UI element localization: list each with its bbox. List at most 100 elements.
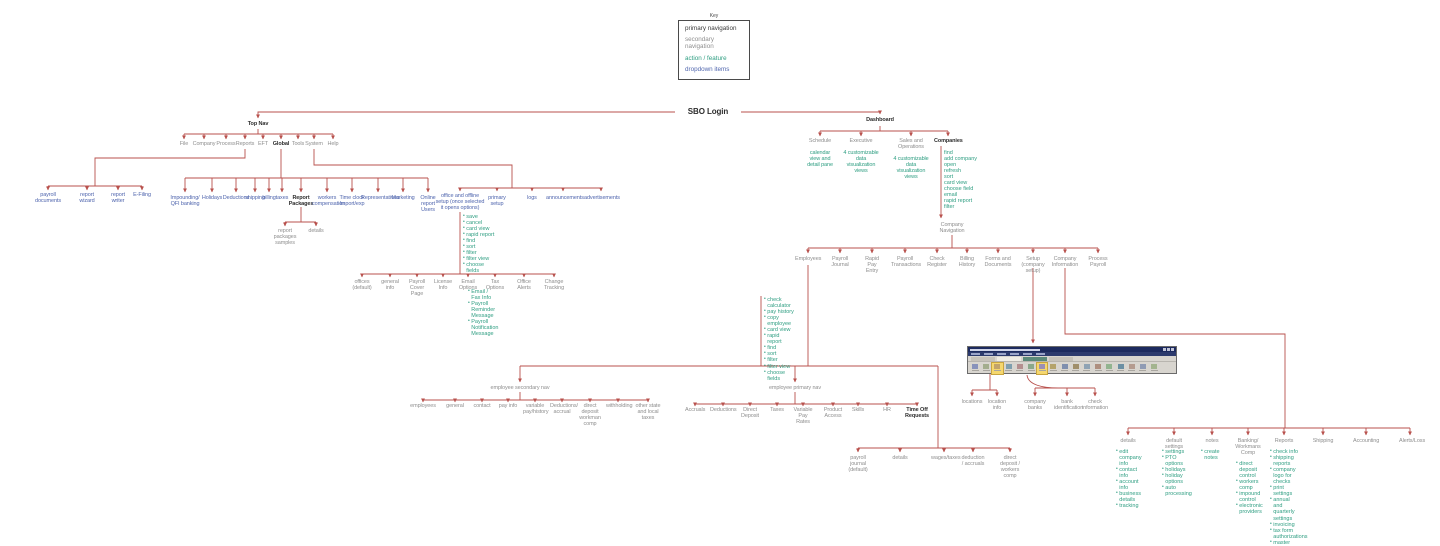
dashboard: Dashboard (866, 117, 894, 123)
setup-company-setup: Setup (company setup) (1021, 256, 1045, 275)
office-setup-actions-item-label: rapid report (466, 232, 495, 239)
office-setup-actions-item: •filter (463, 249, 497, 257)
companies-actions-item: open (944, 162, 980, 168)
toolbar-tab (1023, 357, 1047, 361)
ci-reports-items-item: •invoicing (1270, 521, 1300, 528)
employees-actions-item: •sort (764, 351, 794, 358)
ci-details-items-item-label: tracking (1119, 503, 1139, 510)
nav-help: Help (327, 141, 339, 147)
bullet-marker: • (1116, 478, 1118, 485)
toolbar-icon-caption (982, 370, 990, 371)
office-setup-actions-item: •choose fields (463, 262, 497, 275)
toolbar-icon (1071, 363, 1081, 374)
ci-default-settings-items-item-label: auto processing (1165, 485, 1192, 498)
pj-details: details (892, 455, 908, 461)
legend-item-secondary-navigation: secondary navigation (685, 36, 715, 51)
sbo-login: SBO Login (675, 107, 741, 117)
emp-contact: contact (473, 403, 491, 409)
email-options: Email Options (458, 279, 478, 292)
companies-actions-item-label: refresh (944, 168, 962, 175)
toolbar-icon-glyph (972, 364, 979, 369)
toolbar-icon (1104, 363, 1114, 374)
ci-reports-header: Reports (1274, 438, 1294, 444)
bullet-marker: • (764, 296, 766, 302)
schedule: Schedule (808, 138, 832, 144)
ci-shipping-header: Shipping (1312, 438, 1334, 444)
ci-banking-items-item-label: direct deposit control (1239, 461, 1258, 480)
employees-actions-item-label: pay history (767, 309, 794, 316)
toolbar-icon-glyph (1050, 364, 1057, 369)
toolbar-icon-caption (971, 370, 979, 371)
ci-notes-items-item: •create notes (1201, 448, 1226, 461)
legend-item-action-feature: action / feature (685, 54, 727, 62)
toolbar-icon-caption (1105, 370, 1113, 371)
payroll-journal: Payroll Journal (831, 256, 849, 269)
ci-details-items-item: •contact info (1116, 466, 1143, 479)
bullet-marker: • (764, 314, 766, 321)
legend-title: Key (709, 13, 719, 19)
window-control-button (1163, 348, 1166, 351)
process-payroll: Process Payroll (1088, 256, 1108, 269)
bullet-marker: • (463, 237, 465, 244)
employees-actions-item: •choose fields (764, 369, 794, 382)
dd-marketing: Marketing (391, 195, 415, 201)
toolbar-tab (997, 357, 1021, 361)
toolbar-icon-caption (1094, 370, 1102, 371)
email-options-items-item-label: Email / Fax Info (471, 289, 492, 302)
ci-default-settings-items-item-label: settings (1165, 449, 1185, 455)
emp-pay-info: pay info (498, 403, 518, 409)
toolbar-icon (1149, 363, 1159, 374)
connector-line (728, 110, 882, 115)
dd-report-writer: report writer (111, 192, 125, 205)
bullet-marker: • (463, 213, 465, 219)
report-packages: Report Packages (288, 195, 314, 208)
billing-history: Billing History (958, 256, 976, 269)
dd-time-clock: Time clock Import/exp (339, 195, 365, 208)
general-info: general info (381, 279, 399, 292)
menu-item-placeholder (997, 353, 1006, 355)
toolbar-icon-caption (1083, 370, 1091, 371)
toolbar-icon (1060, 363, 1070, 374)
bullet-marker: • (463, 249, 465, 256)
ci-details-items-item: •edit company info (1116, 448, 1143, 467)
employees-actions-item-label: card view (767, 327, 791, 334)
companies-actions-item-label: sort (944, 174, 954, 181)
companies-actions-item: sort (944, 174, 980, 180)
ci-accounting-header: Accounting (1353, 438, 1380, 444)
ci-reports-items-item-label: master reporting info (1273, 539, 1295, 546)
employees-actions-item-label: find (767, 345, 777, 352)
toolbar-icon-caption (1049, 370, 1057, 371)
employees-actions-item-label: choose fields (767, 369, 786, 382)
offices-default: offices (default) (352, 279, 372, 292)
ci-reports-items-item-label: shipping reports (1273, 455, 1294, 468)
tax-options: Tax Options (485, 279, 505, 292)
employees-actions-item-label: filter view (767, 363, 791, 370)
bullet-marker: • (468, 318, 470, 325)
email-options-items: •Email / Fax Info•Payroll Reminder Messa… (468, 288, 498, 337)
connector-line (1064, 268, 1286, 428)
toolbar-icon-glyph (1128, 364, 1135, 369)
executive-note: 4 customizable data visualization views (843, 150, 879, 175)
employees-actions-item: •check calculator (764, 296, 794, 309)
office-setup-actions-item: •card view (463, 225, 497, 232)
companies-actions-item: card view (944, 180, 980, 186)
connector-line (313, 149, 513, 188)
bullet-marker: • (1270, 454, 1272, 461)
toolbar-icon-caption (1061, 370, 1069, 371)
toolbar-icon-glyph (983, 364, 990, 369)
sales-ops-note: 4 customizable data visualization views (893, 156, 929, 181)
ci-reports-items-item: •check info (1270, 448, 1300, 455)
ci-banking-header: Banking/ Workmans Comp (1235, 438, 1261, 457)
pn-direct-deposit: Direct Deposit (741, 407, 759, 420)
license-info: License Info (433, 279, 453, 292)
toolbar-icon-glyph (1095, 364, 1102, 369)
sc-locations: locations (961, 399, 983, 405)
companies-actions-item: add company (944, 156, 980, 162)
bullet-marker: • (463, 225, 465, 232)
office-alerts: Office Alerts (517, 279, 531, 292)
companies-actions-item: rapid report (944, 198, 980, 204)
toolbar-icon (1004, 363, 1014, 374)
legend: Key primary navigation secondary navigat… (678, 13, 750, 81)
sc-company-banks: company banks (1024, 399, 1046, 412)
